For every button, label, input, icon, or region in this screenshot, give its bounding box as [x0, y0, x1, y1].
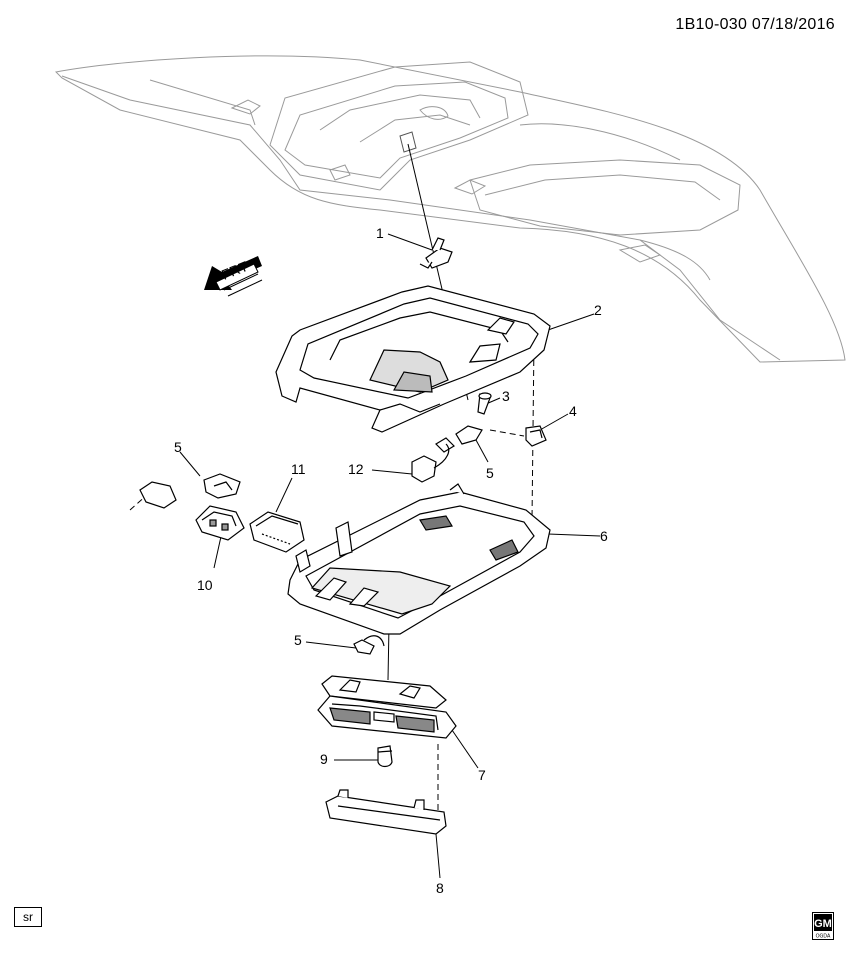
gm-logo-letters: GM — [814, 918, 832, 930]
callout-5-lower: 5 — [294, 632, 302, 648]
callout-11: 11 — [291, 461, 306, 477]
roof-panel — [54, 55, 846, 363]
callout-numbers: 1 2 3 4 5 5 5 6 7 8 9 10 11 12 — [174, 225, 608, 896]
callout-1: 1 — [376, 225, 384, 241]
leader-lines — [179, 143, 601, 879]
callout-2: 2 — [594, 302, 602, 318]
callout-7: 7 — [478, 767, 486, 783]
callout-5-right: 5 — [486, 465, 494, 481]
connector-left-part — [139, 473, 241, 509]
lens-cover-part — [325, 789, 447, 835]
overhead-console-part — [287, 483, 551, 635]
callout-12: 12 — [348, 461, 364, 477]
lamp-assembly-part — [317, 675, 457, 739]
gm-logo-subtext: OGDA — [816, 934, 831, 940]
callout-9: 9 — [320, 751, 328, 767]
control-module-part — [249, 511, 305, 553]
bracket-part — [419, 237, 453, 269]
callout-8: 8 — [436, 880, 444, 896]
front-direction-arrow-icon — [204, 256, 263, 297]
bulb-part — [377, 745, 393, 768]
callout-6: 6 — [600, 528, 608, 544]
console-frame-part — [275, 285, 551, 433]
connector-right-part — [435, 425, 483, 453]
connector-lower-part — [353, 635, 385, 655]
sr-label: sr — [14, 907, 42, 927]
screw-part — [477, 392, 492, 415]
gm-logo-icon: GM OGDA — [812, 912, 834, 940]
callout-4: 4 — [569, 403, 577, 419]
switch-module-part — [195, 505, 245, 541]
diagram-code: 1B10-030 07/18/2016 — [675, 16, 835, 33]
callout-5-left: 5 — [174, 439, 182, 455]
callout-10: 10 — [197, 577, 213, 593]
wire-harness-part — [411, 443, 450, 483]
callout-3: 3 — [502, 388, 510, 404]
clip-part — [525, 425, 547, 447]
